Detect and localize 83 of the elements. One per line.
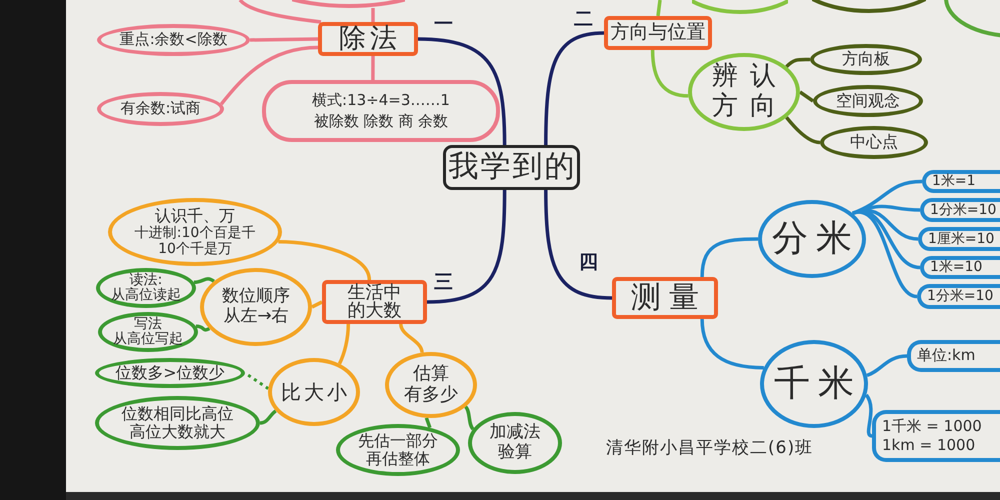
branch-line — [260, 410, 277, 425]
branch-line — [799, 90, 814, 102]
branch-line — [311, 300, 323, 309]
topic-text: 有余数:试商 — [120, 100, 201, 118]
branch-line — [864, 394, 873, 438]
branch-topic-box — [322, 280, 427, 324]
topic-text: 1米=10 — [930, 259, 982, 276]
fact-box — [907, 340, 1000, 372]
topic-text: 1米=1 — [932, 173, 976, 190]
topic-text: 分米 — [771, 218, 860, 260]
topic-text: 测量 — [630, 280, 707, 316]
branch-line — [338, 324, 350, 364]
branch-line — [785, 116, 820, 144]
topic-text: 从左→右 — [223, 307, 289, 327]
topic-text: 被除数 除数 商 余数 — [314, 111, 448, 132]
branch-topic-box — [612, 277, 718, 319]
branch-line — [544, 31, 604, 146]
branch-line — [371, 8, 375, 22]
branch-line — [464, 406, 474, 430]
topic-text: 先估一部分再估整体 — [357, 432, 439, 468]
topic-text: 除法 — [338, 23, 401, 55]
topic-text: 1分米=10 — [927, 288, 994, 305]
branch-line — [700, 237, 758, 278]
branch-line — [656, 0, 662, 16]
fact-box — [922, 170, 1000, 193]
branch-line — [426, 190, 506, 304]
topic-text: 加减法 — [490, 423, 540, 443]
topic-text: 中心点 — [850, 133, 898, 152]
topic-text: 从高位写起 — [113, 332, 183, 347]
topic-text: 比大小 — [280, 380, 350, 404]
topic-text: 空间观念 — [836, 92, 900, 110]
fact-box — [872, 410, 1000, 462]
topic-text: 有多少 — [404, 385, 458, 406]
note-bubble — [942, 0, 1000, 40]
branch-line — [278, 240, 372, 280]
topic-text: 我学到的 — [448, 150, 576, 185]
topic-text: 单位:km — [917, 347, 976, 365]
fact-box — [917, 284, 1000, 309]
topic-text: 辨认方向 — [711, 62, 789, 122]
topic-text: 位数多>位数少 — [115, 364, 225, 382]
branch-line — [418, 37, 506, 146]
branch-line — [399, 324, 424, 353]
branch-line — [866, 354, 908, 378]
note-bubble — [692, 0, 788, 14]
note-bubble — [292, 0, 405, 8]
branch-line — [194, 277, 215, 284]
branch-line — [196, 324, 210, 332]
branch-line — [544, 190, 612, 300]
topic-text: 1km = 1000 — [882, 436, 976, 456]
topic-text: 方向与位置 — [610, 22, 706, 44]
branch-line — [785, 58, 810, 68]
topic-text: 1分米=10 — [930, 202, 996, 218]
topic-text: 十进制:10个百是千10个千是万 — [134, 225, 256, 258]
branch-line — [650, 50, 688, 98]
fact-box — [918, 227, 1000, 251]
topic-text: 生活中的大数 — [346, 284, 402, 320]
note-bubble — [812, 0, 926, 13]
topic-text: 方向板 — [842, 50, 890, 69]
branch-line — [700, 318, 764, 370]
topic-text: 位数相同比高位高位大数就大 — [120, 404, 234, 442]
topic-text: 估算 — [413, 364, 449, 385]
topic-text: 数位顺序 — [222, 287, 290, 307]
topic-text: 1千米 = 1000 — [882, 416, 982, 436]
branch-line — [371, 56, 375, 80]
branch-topic-box — [318, 22, 418, 56]
note-bubble — [97, 92, 224, 126]
branch-line — [220, 46, 318, 106]
branch-line — [250, 37, 318, 42]
topic-text: 重点:余数<除数 — [120, 31, 228, 49]
topic-text: 从高位读起 — [111, 288, 181, 303]
branch-topic-box — [604, 16, 712, 50]
topic-text: 写法 — [134, 317, 162, 332]
topic-text: 读法: — [130, 273, 162, 288]
topic-text: 千米 — [773, 363, 862, 405]
topic-text: 验算 — [498, 443, 532, 463]
topic-text: 认识千、万 — [155, 206, 235, 226]
topic-text: 横式:13÷4=3……1 — [312, 90, 450, 111]
footer-text: 清华附小昌平学校二(6)班 — [606, 437, 814, 459]
note-bubble — [262, 80, 500, 142]
fact-box — [920, 256, 1000, 279]
topic-text: 1厘米=10 — [928, 230, 994, 248]
fact-box — [920, 198, 1000, 222]
branch-line — [238, 0, 322, 24]
